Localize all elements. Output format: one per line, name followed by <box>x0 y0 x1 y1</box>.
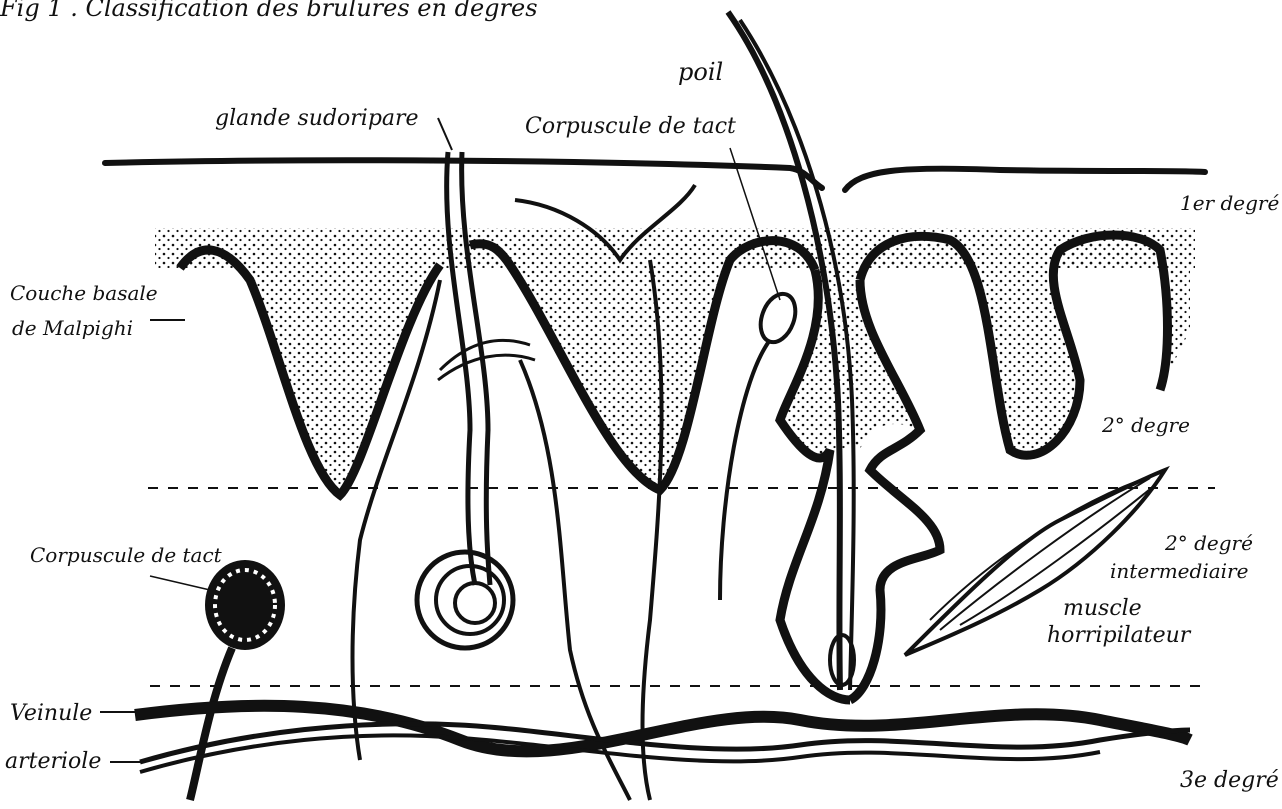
label-arteriole: arteriole <box>5 749 101 774</box>
figure-title: Fig 1 . Classification des brulures en d… <box>0 0 538 22</box>
sweat-gland-coil-inner <box>455 583 495 623</box>
corpuscule-top-pointer <box>730 148 780 300</box>
label-deuxieme-degre: 2° degre <box>1101 413 1190 437</box>
corpuscle-papilla <box>754 289 801 347</box>
label-poil: poil <box>678 58 723 86</box>
label-deuxieme-degre-intermediaire-2: intermediaire <box>1110 559 1248 583</box>
skin-surface-line <box>105 160 1205 190</box>
glande-pointer <box>438 118 452 150</box>
label-corpuscule-left: Corpuscule de tact <box>30 543 223 567</box>
label-deuxieme-degre-intermediaire-1: 2° degré <box>1164 531 1253 555</box>
label-muscle: muscle <box>1063 596 1142 621</box>
epidermis-dotted-region <box>155 228 1195 268</box>
label-veinule: Veinule <box>10 701 92 726</box>
corpuscule-left-pointer <box>150 576 210 590</box>
label-couche-basale: Couche basale <box>10 281 158 305</box>
corpuscle-papilla-nerve <box>720 340 770 600</box>
label-de-malpighi: de Malpighi <box>12 316 133 340</box>
corpuscle-left-stalk <box>190 648 232 800</box>
sweat-gland-duct <box>447 152 475 585</box>
label-glande-sudoripare: glande sudoripare <box>215 106 419 131</box>
label-horripilateur: horripilateur <box>1047 623 1192 648</box>
label-premier-degre: 1er degré <box>1180 191 1279 215</box>
label-corpuscule-top: Corpuscule de tact <box>525 114 736 139</box>
label-troisieme-degre: 3e degré <box>1180 768 1279 793</box>
